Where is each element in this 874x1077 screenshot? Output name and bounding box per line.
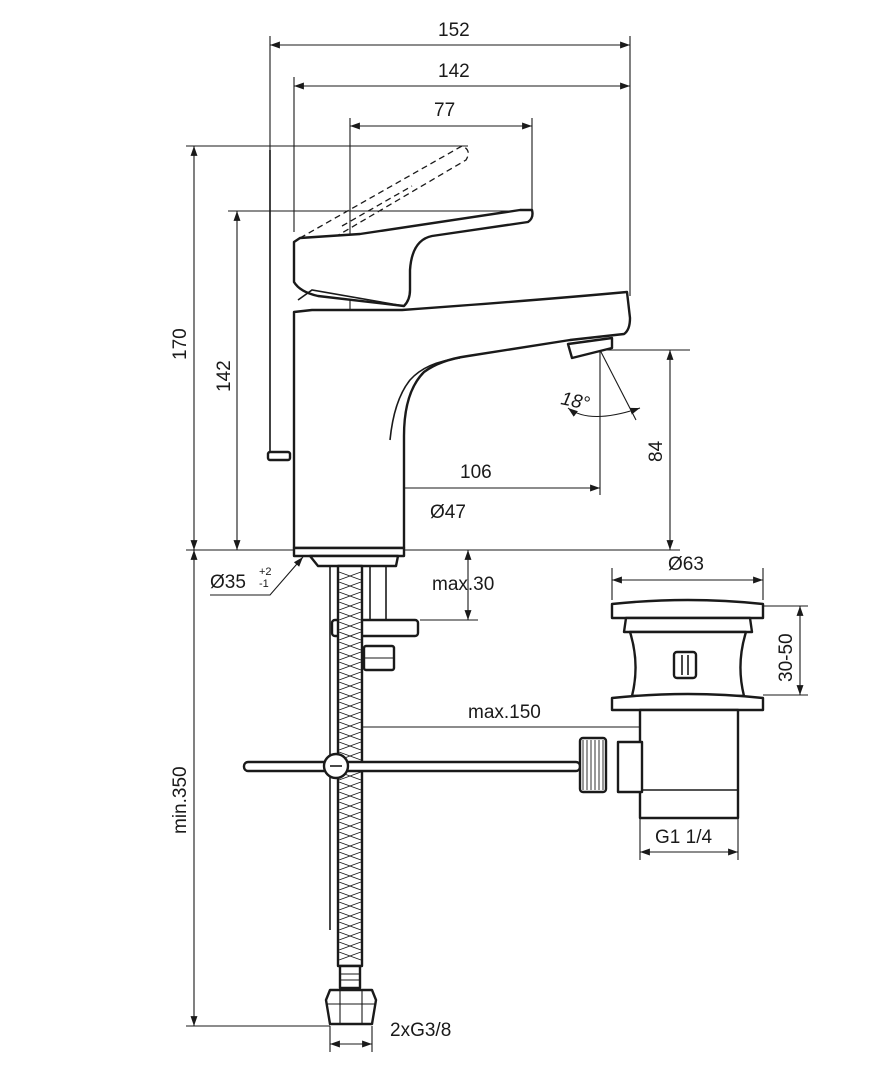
- hose-braid-stroke: [338, 771, 362, 781]
- hose-braid-stroke: [338, 891, 362, 901]
- hose-braid-stroke: [338, 591, 362, 601]
- hose-braid-stroke: [338, 571, 362, 581]
- label-waste-thread: G1 1/4: [655, 827, 712, 848]
- label-height-body: 142: [214, 360, 235, 392]
- hose-braid-stroke: [338, 701, 362, 711]
- hose-braid-stroke: [338, 851, 362, 861]
- label-waste-height: 30-50: [776, 633, 797, 682]
- hose-braid-stroke: [338, 621, 362, 631]
- hose-braid-stroke: [338, 661, 362, 671]
- hose-braid-stroke: [338, 841, 362, 851]
- faucet-body: [266, 145, 632, 558]
- hose-braid-stroke: [338, 601, 362, 611]
- label-hose-thread: 2xG3/8: [390, 1020, 451, 1041]
- hose-braid-stroke: [338, 791, 362, 801]
- label-height-total: 170: [170, 328, 191, 360]
- hose-braid-stroke: [338, 931, 362, 941]
- hose-braid-stroke: [338, 901, 362, 911]
- dimension-labels: 152 142 77 170 142 18° 106 84 Ø47 Ø35 +2…: [170, 20, 797, 1041]
- hose-braid-stroke: [338, 951, 362, 961]
- hose-braid-stroke: [338, 691, 362, 701]
- label-base-diameter: Ø47: [430, 502, 466, 523]
- hose-braid-stroke: [338, 911, 362, 921]
- hose-braid-stroke: [338, 581, 362, 591]
- waste-valve: [578, 598, 765, 820]
- label-width-spout: 142: [438, 61, 470, 82]
- hose-braid-stroke: [338, 641, 362, 651]
- label-hose-min: min.350: [170, 766, 191, 834]
- hose-braid-stroke: [338, 781, 362, 791]
- label-lever: 77: [434, 100, 455, 121]
- extension-lines: [186, 36, 690, 1027]
- hose-braid-stroke: [338, 881, 362, 891]
- label-spout-reach: 106: [460, 462, 492, 483]
- label-deck-max: max.30: [432, 574, 494, 595]
- hose-braid-stroke: [338, 861, 362, 871]
- hose-braid-stroke: [338, 921, 362, 931]
- hose-braid-stroke: [338, 811, 362, 821]
- label-spout-height: 84: [646, 440, 667, 462]
- hose-braid-stroke: [338, 871, 362, 881]
- hose-braid-stroke: [338, 731, 362, 741]
- hose-braid-stroke: [338, 681, 362, 691]
- dimension-lines: [190, 41, 808, 1052]
- label-width-total: 152: [438, 20, 470, 41]
- label-angle: 18°: [559, 388, 592, 415]
- hose-braid-stroke: [338, 941, 362, 951]
- label-hole-tol-plus: +2: [259, 566, 272, 578]
- label-waste-diameter: Ø63: [668, 554, 704, 575]
- label-hole-tol-minus: -1: [259, 578, 269, 590]
- label-hole-diameter: Ø35: [210, 572, 246, 593]
- hose-braid-stroke: [338, 711, 362, 721]
- hose-braid-stroke: [338, 611, 362, 621]
- popup-rod: [242, 752, 582, 780]
- hose-braid-stroke: [338, 831, 362, 841]
- hose-braid-stroke: [338, 631, 362, 641]
- hose-braid-stroke: [338, 651, 362, 661]
- hose-braid-stroke: [338, 741, 362, 751]
- fixing-assembly: [308, 554, 420, 930]
- label-rod-max: max.150: [468, 702, 541, 723]
- hose-braid-stroke: [338, 801, 362, 811]
- hose-braid-stroke: [338, 671, 362, 681]
- hose-braid-stroke: [338, 821, 362, 831]
- hose-braid-stroke: [338, 721, 362, 731]
